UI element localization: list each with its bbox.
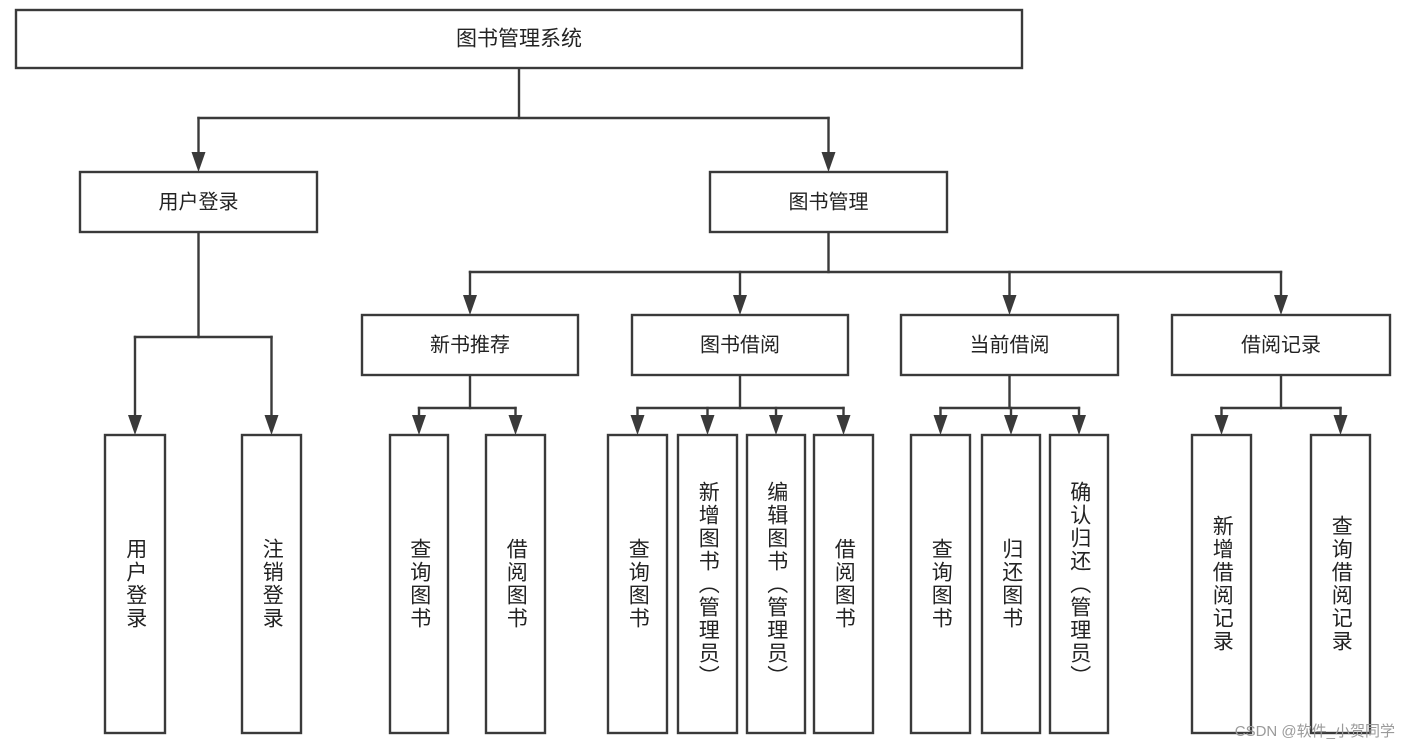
book-manage-arrow-2 bbox=[1002, 295, 1017, 315]
root-arrow-0 bbox=[191, 152, 206, 172]
node-book-manage bbox=[708, 170, 949, 234]
book-borrow-arrow-3 bbox=[836, 415, 851, 435]
book-manage-arrow-3 bbox=[1274, 295, 1288, 315]
node-root bbox=[14, 8, 1024, 70]
leaf-add-book bbox=[676, 433, 739, 735]
node-book-borrow bbox=[630, 313, 850, 377]
node-new-book-recommend-label: 新书推荐 bbox=[430, 333, 510, 356]
node-book-manage-label: 图书管理 bbox=[789, 190, 869, 213]
node-current-borrow bbox=[899, 313, 1120, 377]
book-borrow-arrow-0 bbox=[630, 415, 645, 435]
node-new-book-recommend bbox=[360, 313, 580, 377]
book-borrow-arrow-2 bbox=[769, 415, 783, 435]
leaf-return-book bbox=[980, 433, 1042, 735]
node-borrow-record-label: 借阅记录 bbox=[1241, 333, 1321, 356]
leaf-borrow-book-new bbox=[484, 433, 547, 735]
new-book-recommend-arrow-1 bbox=[508, 415, 523, 435]
node-current-borrow-label: 当前借阅 bbox=[970, 333, 1050, 356]
leaf-query-book-new bbox=[388, 433, 450, 735]
book-manage-arrow-1 bbox=[733, 295, 747, 315]
connector-layer bbox=[128, 66, 1348, 435]
current-borrow-arrow-0 bbox=[933, 415, 948, 435]
node-root-label: 图书管理系统 bbox=[456, 28, 582, 51]
leaf-add-record bbox=[1190, 433, 1253, 735]
node-user-login bbox=[78, 170, 319, 234]
current-borrow-arrow-1 bbox=[1004, 415, 1018, 435]
leaf-confirm-return bbox=[1048, 433, 1110, 735]
borrow-record-arrow-1 bbox=[1333, 415, 1348, 435]
node-user-login-label: 用户登录 bbox=[159, 190, 239, 213]
leaf-logout bbox=[240, 433, 303, 735]
node-book-borrow-label: 图书借阅 bbox=[700, 333, 780, 356]
leaf-query-record bbox=[1309, 433, 1372, 735]
borrow-record-arrow-0 bbox=[1214, 415, 1229, 435]
leaf-query-book-cur bbox=[909, 433, 972, 735]
new-book-recommend-arrow-0 bbox=[412, 415, 426, 435]
leaf-edit-book bbox=[745, 433, 807, 735]
watermark: CSDN @软件_小贺同学 bbox=[1234, 723, 1395, 740]
user-login-arrow-1 bbox=[264, 415, 279, 435]
user-login-arrow-0 bbox=[128, 415, 142, 435]
root-arrow-1 bbox=[821, 152, 836, 172]
leaf-query-book-borrow bbox=[606, 433, 669, 735]
node-box-layer bbox=[14, 8, 1392, 735]
book-borrow-arrow-1 bbox=[700, 415, 715, 435]
leaf-user-login bbox=[103, 433, 167, 735]
node-borrow-record bbox=[1170, 313, 1392, 377]
current-borrow-arrow-2 bbox=[1072, 415, 1086, 435]
book-manage-arrow-0 bbox=[463, 295, 477, 315]
leaf-borrow-book bbox=[812, 433, 875, 735]
